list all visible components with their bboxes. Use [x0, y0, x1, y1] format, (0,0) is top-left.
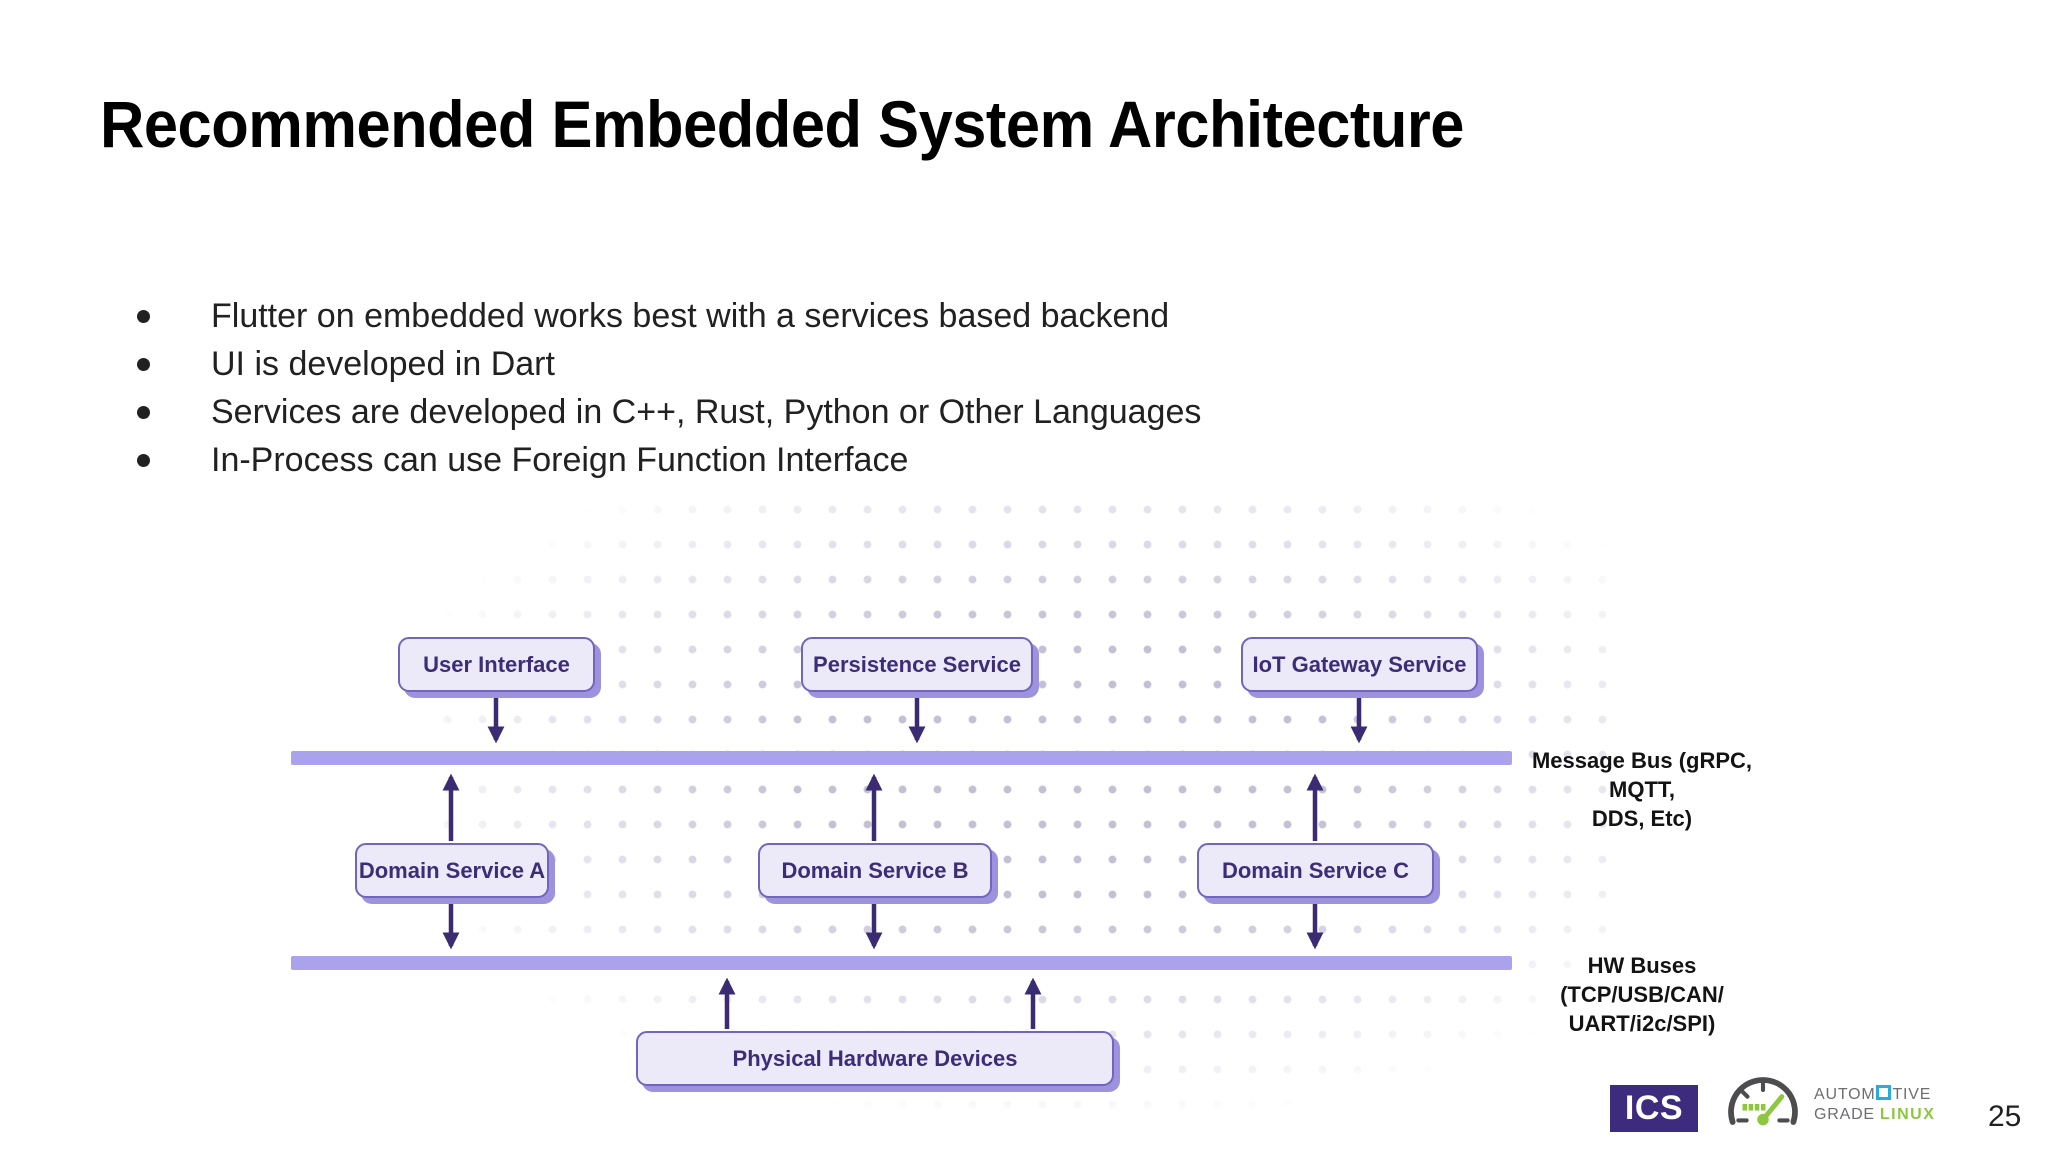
bullet-text: In-Process can use Foreign Function Inte… [211, 440, 909, 479]
hw-bus-label-line1: HW Buses (TCP/USB/CAN/ [1560, 953, 1724, 1007]
list-item: In-Process can use Foreign Function Inte… [137, 436, 1201, 484]
node-physical-hardware-devices: Physical Hardware Devices [636, 1031, 1114, 1086]
agl-text-line1: AUTOM TIVE [1814, 1084, 1935, 1105]
node-domain-service-b: Domain Service B [758, 843, 992, 898]
bullet-icon [137, 357, 150, 371]
bullet-icon [137, 405, 150, 419]
page-number: 25 [1988, 1100, 2022, 1133]
ics-logo-text: ICS [1624, 1089, 1684, 1127]
ics-logo: ICS [1610, 1085, 1698, 1132]
message-bus-label-line2: DDS, Etc) [1591, 806, 1693, 831]
bullet-text: Services are developed in C++, Rust, Pyt… [211, 392, 1202, 431]
slide-title: Recommended Embedded System Architecture [100, 87, 1464, 161]
agl-automotive-prefix: AUTOM [1814, 1085, 1876, 1103]
message-bus-label: Message Bus (gRPC, MQTT, DDS, Etc) [1516, 746, 1768, 833]
node-domain-service-c: Domain Service C [1197, 843, 1434, 898]
node-iot-gateway-service: IoT Gateway Service [1241, 637, 1478, 692]
list-item: Services are developed in C++, Rust, Pyt… [137, 388, 1201, 436]
node-domain-service-a: Domain Service A [355, 843, 549, 898]
node-user-interface: User Interface [398, 637, 595, 692]
speedometer-gauge-icon [1728, 1077, 1798, 1126]
list-item: Flutter on embedded works best with a se… [137, 292, 1201, 340]
bullet-icon [137, 309, 150, 323]
message-bus-bar [291, 751, 1512, 765]
bullet-text: UI is developed in Dart [211, 344, 555, 383]
bullet-icon [137, 453, 150, 467]
hw-bus-label: HW Buses (TCP/USB/CAN/ UART/i2c/SPI) [1516, 951, 1768, 1038]
node-persistence-service: Persistence Service [801, 637, 1033, 692]
bullet-list: Flutter on embedded works best with a se… [137, 292, 1201, 484]
bullet-text: Flutter on embedded works best with a se… [211, 296, 1170, 335]
agl-blue-square-icon [1876, 1084, 1892, 1100]
list-item: UI is developed in Dart [137, 340, 1201, 388]
agl-grade-text: GRADE [1814, 1105, 1875, 1123]
message-bus-label-line1: Message Bus (gRPC, MQTT, [1531, 748, 1753, 802]
agl-automotive-suffix: TIVE [1892, 1085, 1932, 1103]
hw-bus-label-line2: UART/i2c/SPI) [1568, 1011, 1716, 1036]
agl-linux-text: LINUX [1879, 1105, 1936, 1123]
hw-bus-bar [291, 956, 1512, 970]
